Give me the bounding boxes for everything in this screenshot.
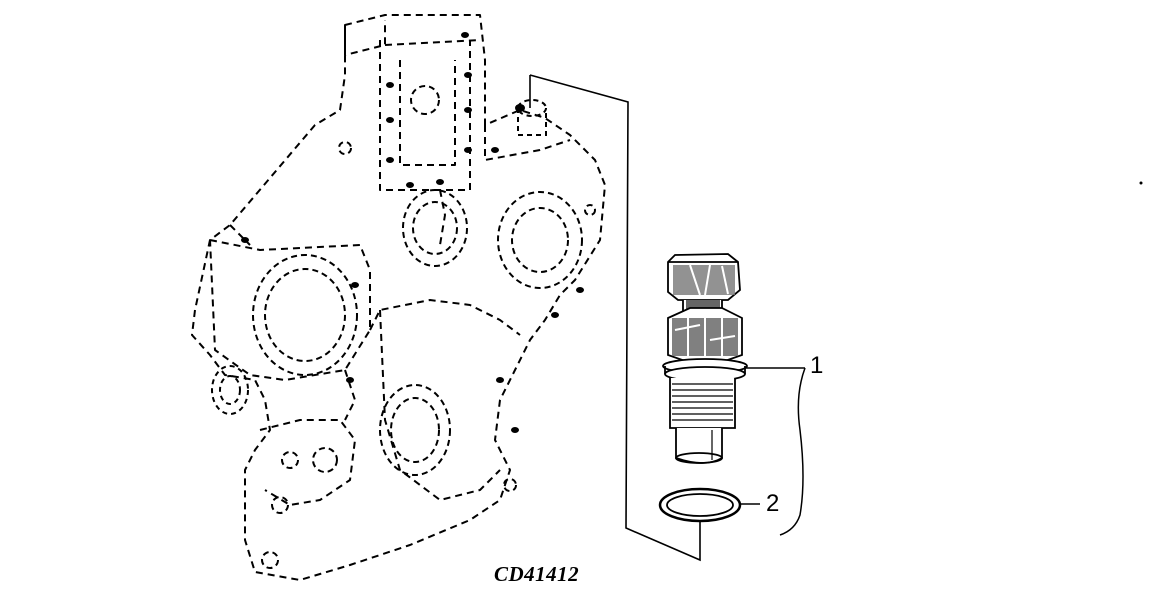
installation-guide-line [529,74,701,562]
sealing-washer [658,487,742,523]
callout-2-label: 2 [766,490,780,517]
cover-bores [252,85,596,569]
sender-switch [662,253,748,464]
figure-code: CD41412 [494,562,580,586]
cover-bolt-holes [241,32,584,433]
leader-lines [740,367,806,536]
engine-front-cover [191,14,606,581]
sender-port-boss [517,99,547,136]
callout-1-label: 1 [810,352,824,379]
stray-mark [1139,181,1143,185]
left-side-boss [211,365,249,415]
